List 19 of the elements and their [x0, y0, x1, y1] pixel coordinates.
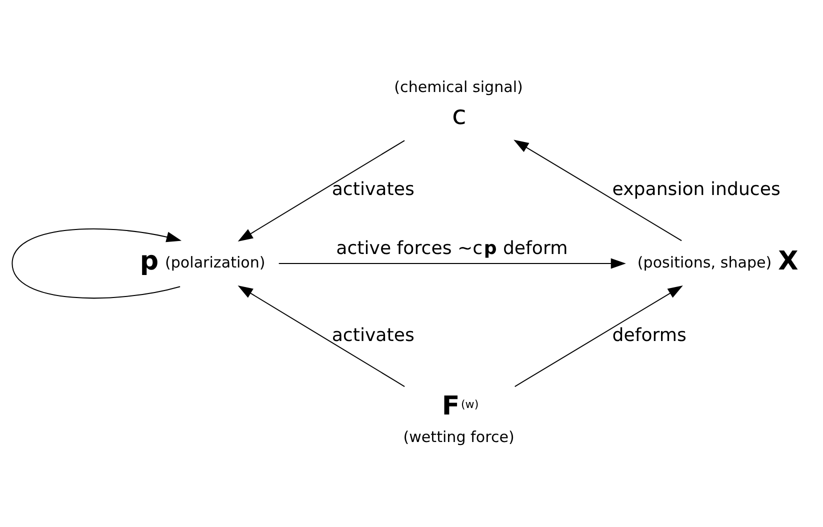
edge-label: expansion induces	[612, 179, 780, 200]
node-label: (chemical signal)	[394, 78, 523, 96]
node-text: p	[140, 246, 159, 276]
edge-label: active forces ~cp deform	[336, 238, 568, 259]
edge-label: activates	[332, 324, 414, 346]
node-text: c	[452, 101, 466, 132]
node-label: (positions, shape)	[637, 254, 772, 272]
arrow	[278, 258, 626, 269]
arrow	[12, 228, 182, 299]
edge-label: deforms	[612, 324, 686, 346]
node-text: X	[778, 246, 798, 276]
node-text: F$^{(w)}$	[442, 392, 479, 422]
arrow	[238, 140, 405, 242]
edge-label: activates	[332, 179, 414, 200]
arrow	[238, 285, 405, 387]
node-label: (wetting force)	[403, 428, 514, 446]
arrow	[514, 140, 682, 242]
node-label: (polarization)	[164, 254, 266, 272]
arrow	[514, 285, 683, 387]
